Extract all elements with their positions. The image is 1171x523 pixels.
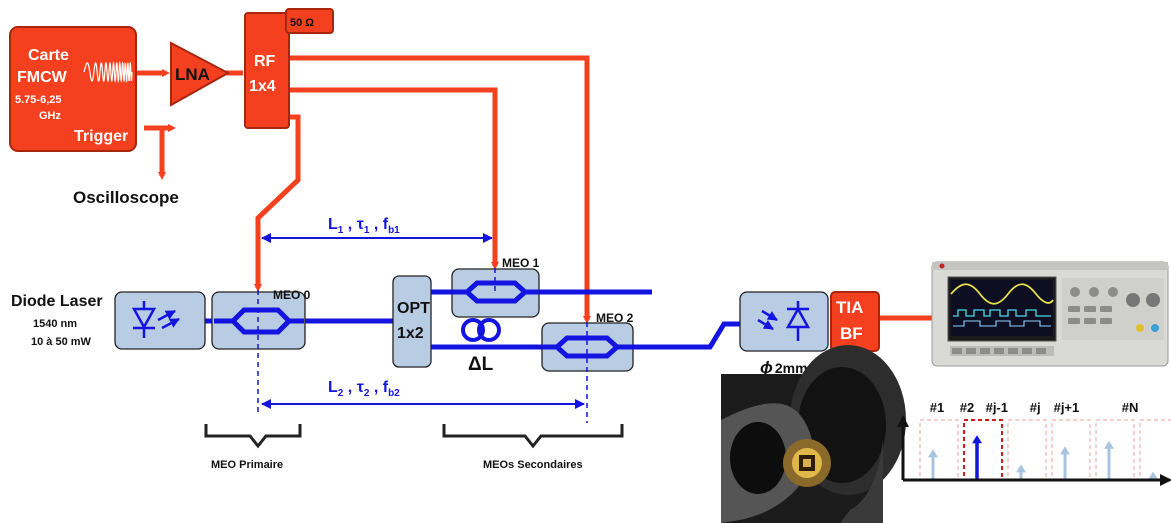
spectrum-plot: #1 #2 #j-1 #j #j+1 #N: [903, 400, 1171, 480]
spectrum-channel-box: [1140, 420, 1171, 480]
rf-termination-label: 50 Ω: [290, 17, 314, 29]
secondary-group-brace: MEOs Secondaires: [444, 424, 622, 471]
spectrum-channel-label: #j-1: [986, 400, 1008, 415]
laser-diode: Diode Laser 1540 nm 10 à 50 mW: [11, 292, 205, 349]
meo-2-label: MEO 2: [596, 311, 634, 325]
secondary-group-label: MEOs Secondaires: [483, 459, 583, 471]
fmcw-card-trigger: Trigger: [74, 128, 128, 145]
lna-label: LNA: [175, 65, 210, 84]
spectrum-channel-box: [1008, 420, 1046, 480]
spectrum-channel-box: [1096, 420, 1134, 480]
rf-splitter: RF 1x4: [245, 13, 289, 128]
path-2-dimension: L2 , τ2 , fb2: [262, 379, 584, 404]
delta-l-label: ΔL: [468, 354, 494, 375]
spectrum-channel-box: [964, 420, 1002, 480]
path-2-label: L2 , τ2 , fb2: [328, 379, 400, 399]
spectrum-channel-label: #j: [1030, 400, 1041, 415]
tia-amplifier: TIA BF: [831, 292, 879, 351]
fmcw-card-line1: Carte: [28, 47, 69, 64]
spectrum-channel-box: [920, 420, 958, 480]
path-1-dimension: L1 , τ1 , fb1: [262, 216, 492, 238]
fmcw-card-line2: FMCW: [17, 69, 68, 86]
fmcw-card: Carte FMCW 5.75-6,25 GHz Trigger: [10, 27, 136, 151]
rf-splitter-line2: 1x4: [249, 78, 276, 95]
spectrum-channel-box: [1052, 420, 1090, 480]
spectrum-peak-head: [928, 449, 938, 457]
primary-group-brace: MEO Primaire: [206, 424, 300, 471]
meo-0-label: MEO 0: [273, 288, 311, 302]
laser-wavelength: 1540 nm: [33, 318, 77, 330]
primary-group-label: MEO Primaire: [211, 459, 283, 471]
delay-coil-icon: [463, 320, 499, 340]
spectrum-channel-boxes: [920, 420, 1171, 480]
coupler-line2: 1x2: [397, 325, 424, 342]
meo-0-modulator: MEO 0: [212, 288, 311, 349]
laser-power: 10 à 50 mW: [31, 336, 92, 348]
oscilloscope-photo: [932, 262, 1168, 366]
spectrum-peak-head: [1060, 446, 1070, 454]
oscilloscope-label: Oscilloscope: [73, 188, 179, 207]
meo-1-label: MEO 1: [502, 256, 540, 270]
spectrum-peak-head: [972, 435, 982, 443]
laser-title: Diode Laser: [11, 293, 103, 310]
spectrum-channel-labels: #1 #2 #j-1 #j #j+1 #N: [930, 400, 1139, 415]
tia-line1: TIA: [836, 298, 863, 317]
spectrum-peak-head: [1148, 472, 1158, 480]
fmcw-card-unit: GHz: [39, 110, 62, 122]
optical-coupler: OPT 1x2: [393, 276, 431, 367]
fmcw-card-band: 5.75-6,25: [15, 94, 61, 106]
rf-splitter-line1: RF: [254, 53, 276, 70]
lna-amplifier: LNA: [171, 43, 228, 105]
spectrum-channel-label: #1: [930, 400, 944, 415]
rf-termination-load: 50 Ω: [286, 9, 333, 33]
tia-line2: BF: [840, 324, 863, 343]
spectrum-channel-label: #N: [1122, 400, 1139, 415]
spectrum-peak-head: [1016, 464, 1026, 472]
path-1-label: L1 , τ1 , fb1: [328, 216, 400, 236]
photodiode-photo: [721, 345, 906, 523]
spectrum-channel-label: #j+1: [1054, 400, 1080, 415]
coupler-line1: OPT: [397, 300, 430, 317]
spectrum-peak-head: [1104, 441, 1114, 449]
spectrum-channel-label: #2: [960, 400, 974, 415]
